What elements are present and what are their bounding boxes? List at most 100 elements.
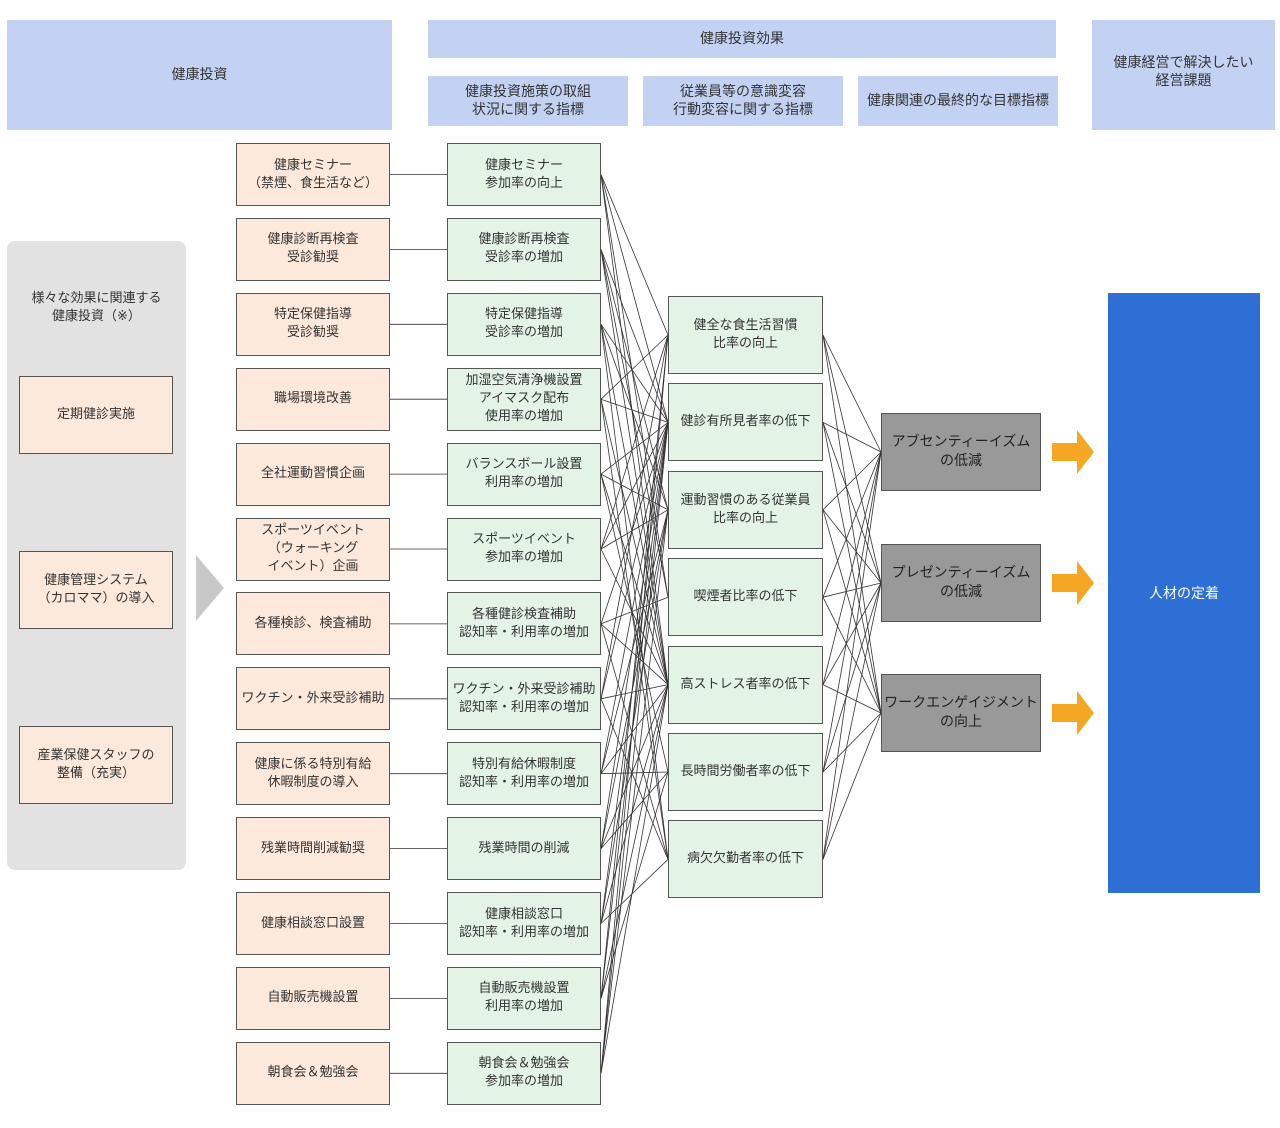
investment-box: 全社運動習慣企画 (236, 442, 390, 506)
indicator-box: 加湿空気清浄機設置 アイマスク配布 使用率の増加 (447, 367, 601, 431)
indicator-behavior-line (600, 422, 669, 699)
indicator-box: 残業時間の削減 (447, 817, 601, 881)
indicator-box-label: 朝食会＆勉強会 参加率の増加 (478, 1056, 570, 1090)
indicator-behavior-line (600, 771, 669, 999)
indicator-behavior-line (600, 422, 669, 475)
investment-box-label: 職場環境改善 (273, 391, 352, 407)
behavior-goal-line (822, 582, 882, 773)
behavior-goal-line (822, 712, 882, 860)
goal-box-label: プレゼンティーイズム の低減 (891, 565, 1031, 600)
indicator-behavior-line (600, 398, 669, 423)
investment-box-label: 健康診断再検査 受診勧奨 (267, 232, 359, 266)
indicator-behavior-line (600, 249, 669, 510)
indicator-behavior-line (600, 334, 669, 550)
indicator-box-label: 残業時間の削減 (478, 840, 570, 856)
header-effect-col-3-label: 健康関連の最終的な目標指標 (867, 93, 1049, 109)
indicator-box-label: 各種健診検査補助 認知率・利用率の増加 (458, 606, 589, 640)
behavior-goal-line (822, 582, 882, 598)
behavior-box: 健全な食生活習慣 比率の向上 (668, 296, 823, 374)
investment-box-label: 各種検診、検査補助 (254, 615, 372, 631)
indicator-behavior-line (600, 859, 669, 924)
investment-box: 健康診断再検査 受診勧奨 (236, 217, 390, 281)
behavior-goal-line (822, 451, 882, 685)
indicator-behavior-line (600, 684, 669, 924)
investment-box: 職場環境改善 (236, 367, 390, 431)
indicator-behavior-line (600, 334, 669, 1074)
investment-box-label: 特定保健指導 受診勧奨 (273, 307, 352, 341)
indicator-box-label: 特定保健指導 受診率の増加 (484, 307, 563, 341)
indicator-box-label: 健康診断再検査 受診率の増加 (478, 232, 570, 266)
final-goal-box: 人材の定着 (1108, 293, 1260, 893)
indicator-behavior-line (600, 771, 669, 775)
indicator-behavior-line (600, 684, 669, 999)
behavior-box-label: 健全な食生活習慣 比率の向上 (693, 318, 798, 351)
behavior-box: 病欠欠勤者率の低下 (668, 820, 823, 899)
indicator-box: バランスボール設置 利用率の増加 (447, 442, 601, 506)
indicator-box-label: 健康相談窓口 認知率・利用率の増加 (458, 906, 589, 940)
behavior-box-label: 病欠欠勤者率の低下 (686, 851, 804, 867)
final-goal-label: 人材の定着 (1149, 586, 1219, 602)
indicator-behavior-line (600, 174, 669, 598)
behavior-goal-line (822, 334, 882, 453)
investment-box: 特定保健指導 受診勧奨 (236, 292, 390, 356)
indicator-behavior-line (600, 509, 669, 774)
investment-box-label: 健康に係る特別有給 休暇制度の導入 (254, 756, 372, 790)
indicator-behavior-line (600, 334, 669, 999)
indicator-behavior-line (600, 473, 669, 685)
indicator-box: 自動販売機設置 利用率の増加 (447, 966, 601, 1030)
indicator-behavior-line (600, 509, 669, 849)
indicator-behavior-line (600, 684, 669, 700)
behavior-goal-line (822, 451, 882, 860)
investment-box-label: 全社運動習慣企画 (260, 466, 365, 482)
header-issues: 健康経営で解決したい 経営課題 (1092, 20, 1275, 130)
indicator-box-label: 健康セミナー 参加率の向上 (484, 157, 563, 191)
behavior-goal-line (822, 509, 882, 584)
indicator-behavior-line (600, 334, 669, 400)
indicator-behavior-line (600, 399, 669, 860)
behavior-box-label: 長時間労働者率の低下 (680, 764, 811, 779)
behavior-goal-line (822, 684, 882, 714)
investment-box: 健康に係る特別有給 休暇制度の導入 (236, 742, 390, 806)
indicator-behavior-line (600, 324, 669, 860)
behavior-goal-line (822, 334, 882, 584)
investment-box: スポーツイベント （ウォーキング イベント）企画 (236, 517, 390, 581)
behavior-box-label: 高ストレス者率の低下 (680, 676, 811, 692)
header-effect-col-3: 健康関連の最終的な目標指標 (858, 76, 1058, 126)
indicator-behavior-line (600, 509, 669, 924)
behavior-box: 高ストレス者率の低下 (668, 645, 823, 724)
indicator-box: 特定保健指導 受診率の増加 (447, 292, 601, 356)
indicator-behavior-line (600, 771, 669, 849)
arrow-right-icon (1052, 561, 1094, 605)
behavior-box: 喫煙者比率の低下 (668, 558, 823, 637)
behavior-box: 運動習慣のある従業員 比率の向上 (668, 470, 823, 549)
header-effects-label: 健康投資効果 (700, 31, 784, 47)
goal-box: アブセンティーイズム の低減 (881, 413, 1041, 491)
indicator-behavior-line (600, 422, 669, 849)
goal-box-label: アブセンティーイズム の低減 (891, 434, 1031, 469)
indicator-behavior-line (600, 698, 669, 860)
investment-box: 自動販売機設置 (236, 966, 390, 1030)
indicator-behavior-line (600, 249, 669, 685)
behavior-goal-line (822, 451, 882, 598)
behavior-box-label: 運動習慣のある従業員 比率の向上 (680, 492, 811, 526)
behavior-goal-line (822, 422, 882, 584)
header-issues-label: 健康経営で解決したい 経営課題 (1113, 55, 1254, 89)
indicator-behavior-line (600, 174, 669, 336)
indicator-behavior-line (600, 474, 669, 773)
indicator-box: 特別有給休暇制度 認知率・利用率の増加 (447, 742, 601, 806)
behavior-goal-line (822, 582, 882, 685)
indicator-box: 各種健診検査補助 認知率・利用率の増加 (447, 592, 601, 656)
indicator-behavior-line (600, 324, 669, 423)
side-item-label: 定期健診実施 (56, 407, 135, 422)
indicator-box-label: スポーツイベント 参加率の増加 (472, 532, 576, 565)
indicator-behavior-line (600, 623, 669, 860)
behavior-box: 健診有所見者率の低下 (668, 383, 823, 462)
indicator-behavior-line (600, 684, 669, 1074)
indicator-behavior-line (600, 174, 669, 423)
investment-box-label: 健康相談窓口設置 (260, 915, 365, 931)
indicator-behavior-line (600, 684, 669, 774)
indicator-behavior-line (600, 334, 669, 699)
side-item-label: 産業保健スタッフの 整備（充実） (37, 748, 155, 781)
investment-box-label: 自動販売機設置 (267, 990, 359, 1006)
indicator-behavior-line (600, 422, 669, 999)
